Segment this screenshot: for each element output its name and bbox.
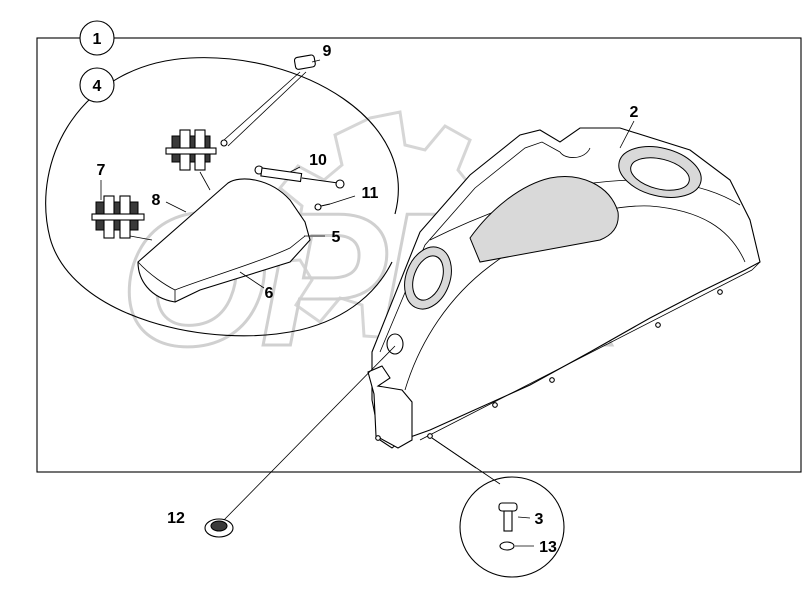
console-shell (367, 127, 761, 449)
callout-2: 2 (619, 104, 639, 149)
callout-11: 11 (329, 185, 379, 205)
svg-text:5: 5 (332, 229, 341, 246)
detail-circle-fasteners: 3 13 (431, 437, 565, 578)
svg-text:4: 4 (93, 78, 102, 95)
screw-part-11 (314, 203, 331, 211)
svg-text:8: 8 (152, 192, 161, 209)
svg-text:7: 7 (97, 162, 106, 179)
leader-hinge-lower (129, 235, 153, 241)
svg-text:13: 13 (539, 539, 557, 556)
svg-text:12: 12 (167, 510, 185, 527)
grommet-part-12: 12 (167, 345, 396, 538)
callout-6: 6 (239, 271, 274, 302)
svg-text:9: 9 (323, 43, 332, 60)
svg-text:3: 3 (535, 511, 544, 528)
svg-text:10: 10 (309, 152, 327, 169)
armrest-cushion (137, 178, 311, 303)
callout-5: 5 (304, 229, 341, 246)
leader-hinge-upper (199, 171, 211, 191)
gas-strut (254, 165, 345, 189)
callout-10: 10 (289, 152, 327, 173)
svg-text:2: 2 (630, 104, 639, 121)
svg-text:1: 1 (93, 31, 102, 48)
detail-ellipse-armrest: 4 (45, 57, 399, 337)
bolt-part-9 (220, 54, 316, 147)
svg-text:6: 6 (265, 285, 274, 302)
assembly-frame (36, 37, 802, 473)
hinge-lower (91, 195, 145, 239)
callout-1: 1 (79, 20, 115, 56)
callout-9: 9 (311, 43, 332, 63)
hinge-upper (165, 129, 217, 171)
callout-7: 7 (97, 162, 106, 200)
callout-8: 8 (152, 192, 187, 213)
svg-text:11: 11 (362, 185, 379, 202)
